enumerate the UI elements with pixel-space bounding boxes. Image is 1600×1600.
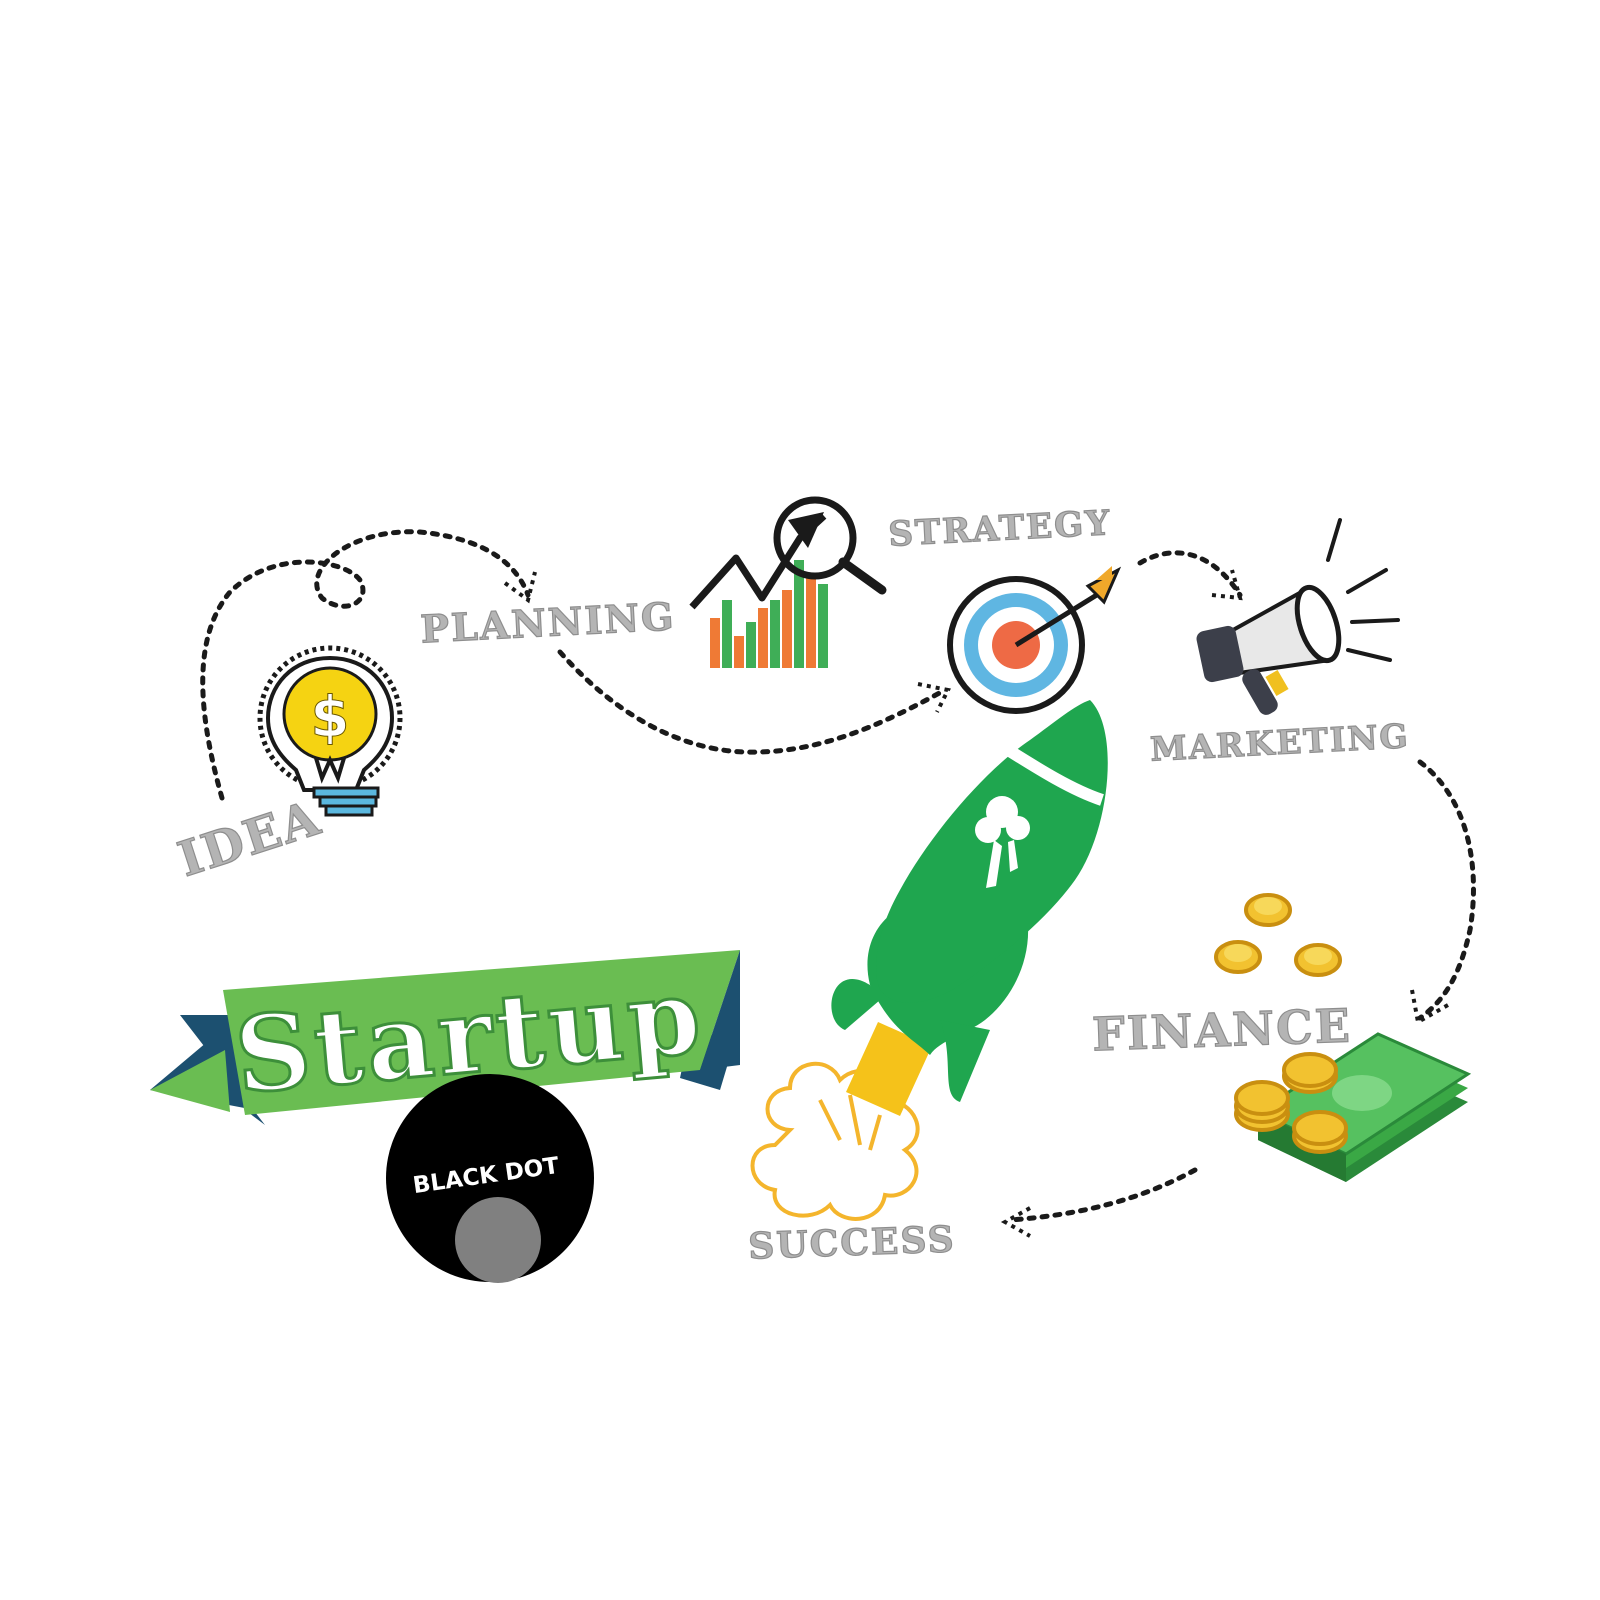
stage-label-success: SUCCESS bbox=[748, 1218, 957, 1267]
bulb-dollar-symbol: $ bbox=[311, 685, 350, 750]
connector-finance-to-success bbox=[1007, 1167, 1198, 1223]
exhaust-cloud bbox=[750, 1061, 920, 1221]
arrowhead-finance bbox=[1410, 989, 1449, 1026]
connector-planning-to-strategy bbox=[557, 649, 948, 755]
connector-arrows bbox=[200, 529, 1476, 1238]
connector-marketing-to-finance bbox=[1417, 759, 1476, 1021]
rocket-emblem bbox=[975, 796, 1030, 888]
black-dot-logo: BLACK DOT bbox=[386, 1074, 594, 1283]
stage-label-planning: PLANNING bbox=[419, 593, 676, 651]
arrowhead-planning bbox=[503, 571, 537, 604]
connector-idea-to-planning bbox=[200, 529, 531, 801]
arrowhead-marketing bbox=[1211, 569, 1243, 601]
stage-label-strategy: STRATEGY bbox=[887, 503, 1112, 555]
stage-label-marketing: MARKETING bbox=[1149, 716, 1410, 769]
stage-label-finance: FINANCE bbox=[1091, 998, 1352, 1061]
lightbulb-dollar-icon: $ bbox=[257, 645, 403, 817]
rocket-icon bbox=[750, 700, 1108, 1221]
target-arrow-icon bbox=[947, 566, 1122, 714]
arrowhead-success bbox=[1000, 1206, 1031, 1238]
growth-chart-magnifier-icon bbox=[689, 496, 887, 668]
stage-label-idea: IDEA bbox=[172, 790, 328, 888]
falling-coins bbox=[1214, 893, 1342, 977]
coins-cash-icon bbox=[1214, 893, 1472, 1182]
megaphone-icon bbox=[1196, 518, 1400, 715]
arrowhead-strategy bbox=[917, 682, 951, 713]
connector-strategy-to-marketing bbox=[1137, 550, 1243, 598]
coin-stack bbox=[1234, 1052, 1348, 1154]
